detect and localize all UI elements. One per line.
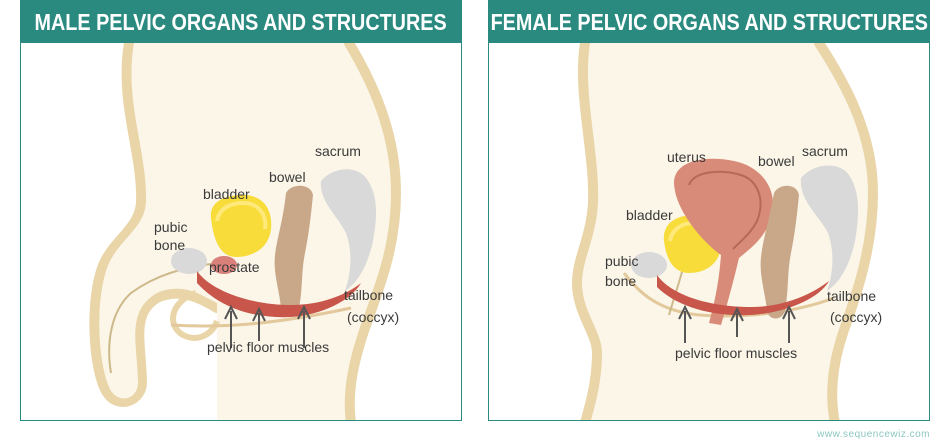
male-body-outline-front: [89, 43, 222, 407]
male-panel-title: MALE PELVIC ORGANS AND STRUCTURES: [21, 1, 461, 43]
male-panel: MALE PELVIC ORGANS AND STRUCTURES sacrum: [20, 0, 462, 421]
male-label-bladder: bladder: [203, 186, 250, 202]
male-sacrum: [320, 169, 377, 291]
female-body-outline-back: [814, 43, 879, 420]
male-arrow-2: [252, 306, 266, 341]
male-prostate: [211, 256, 237, 274]
male-scrotum: [170, 290, 220, 341]
male-floor-line: [170, 306, 352, 328]
female-uterus-inner: [688, 170, 762, 250]
male-label-muscles: pelvic floor muscles: [207, 339, 330, 355]
female-label-uterus: uterus: [667, 149, 706, 165]
female-panel-title: FEMALE PELVIC ORGANS AND STRUCTURES: [489, 1, 929, 43]
female-label-muscles: pelvic floor muscles: [675, 345, 798, 361]
male-label-pubic: pubic: [154, 219, 188, 235]
male-bladder: [210, 195, 272, 257]
male-bowel: [274, 185, 313, 316]
female-label-bone: bone: [605, 273, 637, 289]
female-pubic-bone: [631, 252, 667, 278]
male-label-prostate: prostate: [209, 259, 260, 275]
male-pubic-bone: [171, 248, 207, 274]
male-diagram: [89, 43, 402, 420]
male-arrow-3: [297, 304, 311, 348]
female-label-tailbone: tailbone: [827, 288, 877, 304]
female-arrow-1: [678, 304, 692, 343]
male-body-outline-back: [344, 43, 402, 420]
female-label-bladder: bladder: [626, 207, 673, 223]
female-arrow-2: [730, 306, 744, 337]
female-pelvic-floor-muscle: [657, 275, 829, 316]
male-label-tailbone: tailbone: [344, 287, 394, 303]
female-bowel: [760, 185, 799, 319]
watermark: www.sequencewiz.com: [817, 429, 930, 440]
male-bladder-highlight: [215, 200, 268, 230]
female-label-pubic: pubic: [605, 253, 639, 269]
male-label-bone: bone: [154, 237, 186, 253]
male-pelvic-floor-muscle: [197, 271, 361, 318]
female-uterus: [674, 158, 774, 325]
male-label-bowel: bowel: [269, 169, 306, 185]
female-diagram: [571, 43, 879, 420]
female-label-sacrum: sacrum: [802, 143, 848, 159]
female-label-bowel: bowel: [758, 153, 795, 169]
male-label-coccyx: (coccyx): [347, 309, 400, 325]
male-arrow-1: [224, 304, 238, 348]
female-arrow-3: [782, 304, 796, 343]
male-label-sacrum: sacrum: [315, 143, 361, 159]
female-floor-line: [622, 272, 835, 318]
female-label-coccyx: (coccyx): [830, 309, 883, 325]
female-sacrum: [800, 165, 859, 291]
female-panel: FEMALE PELVIC ORGANS AND STRUCTURES uter…: [488, 0, 930, 421]
female-body-outline-front: [571, 43, 603, 420]
